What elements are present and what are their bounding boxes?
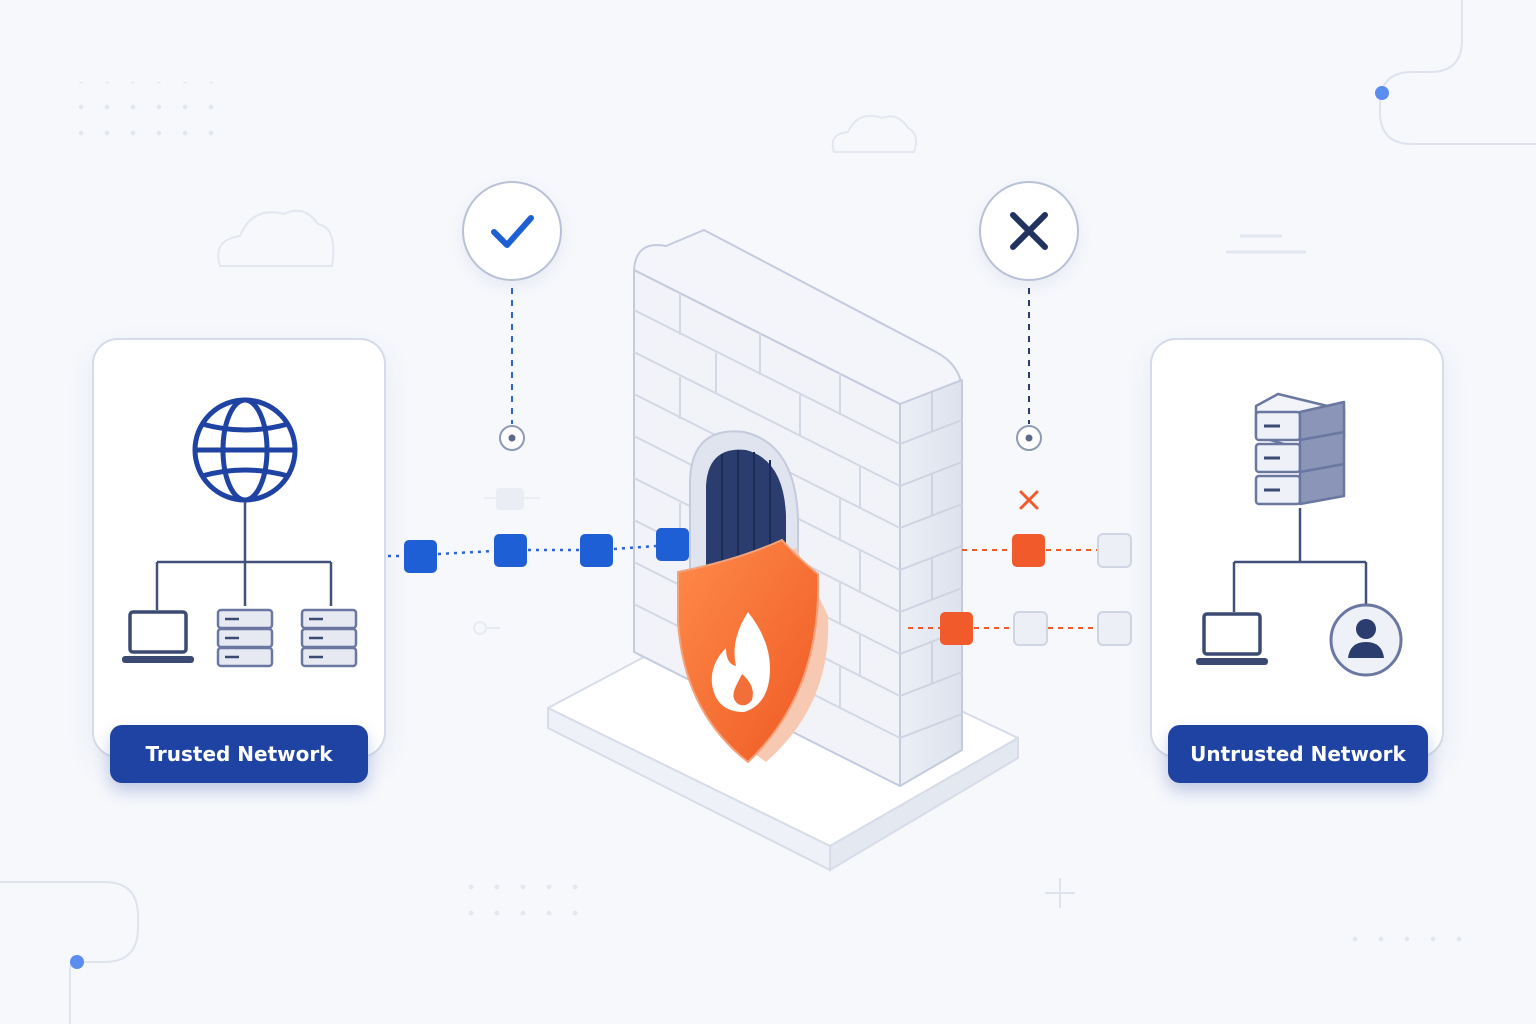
- untrusted-network-card: [1150, 338, 1444, 758]
- allowed-packet: [580, 534, 613, 567]
- server-icon: [300, 608, 358, 668]
- user-avatar-icon: [1329, 603, 1403, 677]
- untrusted-network-topology: [1196, 392, 1403, 677]
- allowed-packet: [404, 540, 437, 573]
- server-icon: [216, 608, 274, 668]
- blocked-path: [908, 288, 1132, 646]
- trusted-network-topology: [122, 397, 358, 668]
- shield-fire-icon: [677, 538, 829, 764]
- decor-dot-grid-bottom-center: [464, 878, 584, 920]
- ghost-lock-icon: [484, 488, 540, 510]
- allowed-packet: [494, 534, 527, 567]
- check-icon: [491, 215, 534, 248]
- decor-node-dot: [1375, 86, 1389, 100]
- cloud-icon: [831, 114, 917, 153]
- pending-packet: [1097, 533, 1132, 568]
- globe-icon: [192, 397, 298, 503]
- network-lines: [155, 502, 333, 610]
- laptop-icon: [1196, 612, 1268, 665]
- pending-packet: [1013, 611, 1048, 646]
- trusted-network-card: [92, 338, 386, 758]
- untrusted-network-label: Untrusted Network: [1168, 725, 1428, 783]
- decor-dot-grid-bottom-right: [1332, 918, 1472, 960]
- x-icon: [1010, 212, 1048, 250]
- ghost-key-icon: [473, 621, 500, 635]
- server-stack-icon: [1254, 392, 1346, 506]
- blocked-packet: [940, 612, 973, 645]
- allowed-path: [348, 288, 689, 573]
- pending-packet: [1097, 611, 1132, 646]
- cloud-icon: [217, 209, 335, 267]
- decor-curve-bottom-left: [0, 881, 139, 1024]
- allowed-status-circle: [462, 181, 562, 281]
- trusted-network-label: Trusted Network: [110, 725, 368, 783]
- blocked-x-icon: [1019, 490, 1039, 510]
- allowed-packet: [656, 528, 689, 561]
- decor-node-dot: [70, 955, 84, 969]
- decor-curve-top-right: [1379, 0, 1536, 145]
- decor-dot-grid-top-left: [76, 82, 226, 150]
- laptop-icon: [122, 610, 194, 663]
- plus-icon: [1045, 878, 1075, 908]
- network-lines: [1232, 508, 1368, 612]
- blocked-status-circle: [979, 181, 1079, 281]
- blocked-packet: [1012, 534, 1045, 567]
